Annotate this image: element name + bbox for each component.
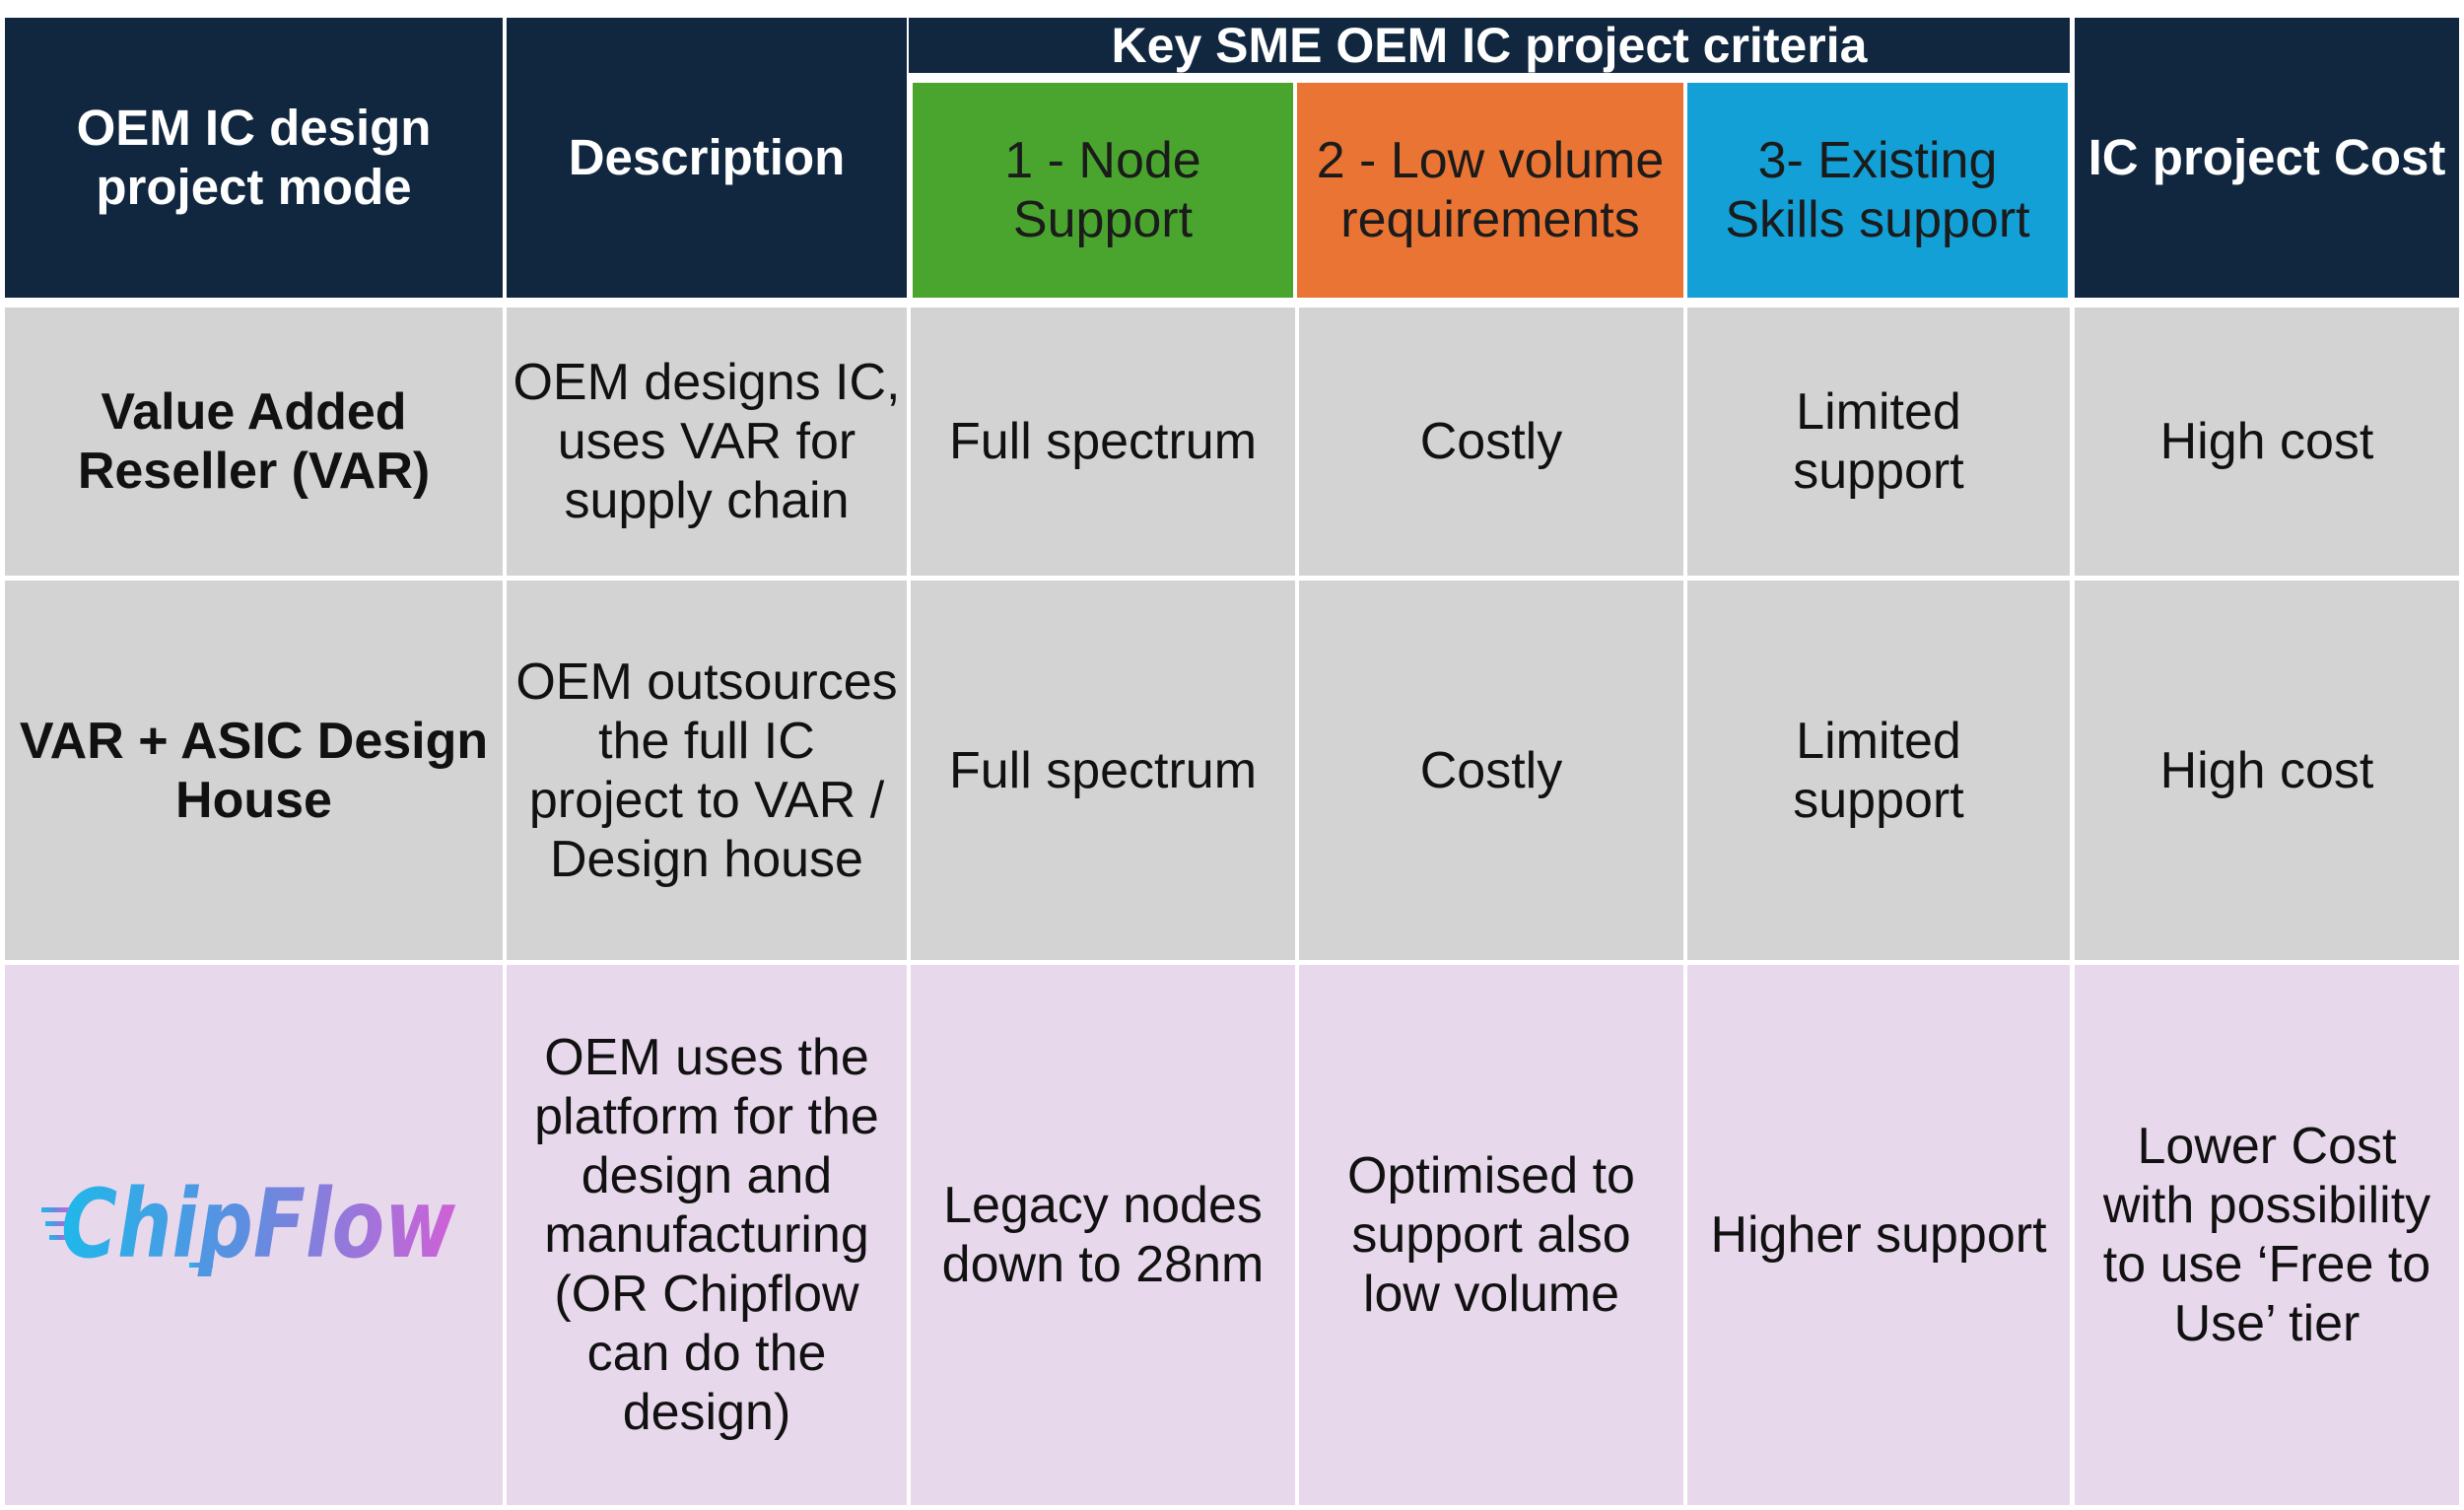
table-row-asic-skills: Limited support xyxy=(1687,581,2070,960)
row-cost-text: High cost xyxy=(2159,413,2374,470)
table-row-var-skills: Limited support xyxy=(1687,308,2070,576)
header-criteria-group-label: Key SME OEM IC project criteria xyxy=(1111,18,1868,73)
table-row-var-mode: Value Added Reseller (VAR) xyxy=(5,308,503,576)
table-row-asic-mode: VAR + ASIC Design House xyxy=(5,581,503,960)
table-row-chipflow-node: Legacy nodes down to 28nm xyxy=(911,965,1295,1505)
table-row-asic-cost: High cost xyxy=(2075,581,2459,960)
row-skills-text: Limited support xyxy=(1793,383,1964,500)
table-row-asic-description: OEM outsources the full IC project to VA… xyxy=(507,581,907,960)
row-node-text: Full spectrum xyxy=(948,413,1258,470)
table-row-var-cost: High cost xyxy=(2075,308,2459,576)
table-row-chipflow-volume: Optimised to support also low volume xyxy=(1299,965,1683,1505)
row-skills-text: Limited support xyxy=(1793,712,1964,829)
row-mode-label: Value Added Reseller (VAR) xyxy=(77,383,431,500)
table-row-chipflow-mode xyxy=(5,965,503,1505)
header-cost-label: IC project Cost xyxy=(2088,129,2446,185)
table-row-chipflow-cost: Lower Cost with possibility to use ‘Free… xyxy=(2075,965,2459,1505)
row-cost-text: Lower Cost with possibility to use ‘Free… xyxy=(2102,1118,2431,1352)
table-row-var-node: Full spectrum xyxy=(911,308,1295,576)
row-description-text: OEM uses the platform for the design and… xyxy=(534,1029,879,1441)
table-row-var-volume: Costly xyxy=(1299,308,1683,576)
row-description-text: OEM outsources the full IC project to VA… xyxy=(515,652,898,888)
chipflow-logo: ChipFlow xyxy=(41,1169,455,1276)
criterion-skills-support-label: 3- Existing Skills support xyxy=(1725,132,2030,248)
table-row-asic-node: Full spectrum xyxy=(911,581,1295,960)
table-row-asic-volume: Costly xyxy=(1299,581,1683,960)
header-mode-cell: OEM IC design project mode xyxy=(5,18,503,298)
row-node-text: Full spectrum xyxy=(948,741,1258,799)
chipflow-logo-text: ChipFlow xyxy=(61,1169,455,1276)
header-cost-cell: IC project Cost xyxy=(2075,18,2459,298)
header-description-cell: Description xyxy=(507,18,907,298)
table-row-chipflow-description: OEM uses the platform for the design and… xyxy=(507,965,907,1505)
criterion-low-volume-label: 2 - Low volume requirements xyxy=(1316,132,1665,248)
table-row-chipflow-skills: Higher support xyxy=(1687,965,2070,1505)
criterion-skills-support-cell: 3- Existing Skills support xyxy=(1687,83,2068,298)
row-cost-text: High cost xyxy=(2159,741,2374,799)
row-node-text: Legacy nodes down to 28nm xyxy=(941,1177,1265,1293)
row-skills-text: Higher support xyxy=(1710,1206,2047,1264)
row-volume-text: Costly xyxy=(1419,413,1563,470)
row-mode-label: VAR + ASIC Design House xyxy=(19,712,489,829)
header-description-label: Description xyxy=(568,129,846,185)
row-volume-text: Costly xyxy=(1419,741,1563,799)
criterion-node-support-cell: 1 - Node Support xyxy=(913,83,1293,298)
header-criteria-group-cell: Key SME OEM IC project criteria xyxy=(909,18,2070,73)
row-volume-text: Optimised to support also low volume xyxy=(1347,1147,1635,1323)
criterion-node-support-label: 1 - Node Support xyxy=(1004,132,1201,248)
header-mode-label: OEM IC design project mode xyxy=(76,100,432,215)
criterion-low-volume-cell: 2 - Low volume requirements xyxy=(1297,83,1683,298)
table-row-var-description: OEM designs IC, uses VAR for supply chai… xyxy=(507,308,907,576)
row-description-text: OEM designs IC, uses VAR for supply chai… xyxy=(513,354,901,529)
